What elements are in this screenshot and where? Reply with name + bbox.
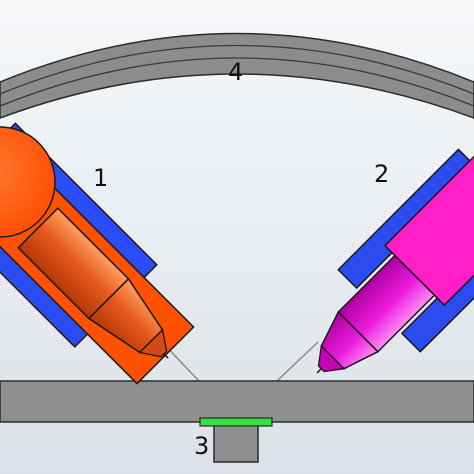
label-left-unit: 1 (93, 164, 108, 192)
right-needle (316, 368, 322, 374)
label-right-unit: 2 (374, 160, 389, 188)
platform (0, 380, 474, 423)
left-cone-tip (138, 328, 168, 358)
left-ball (0, 126, 56, 238)
arc-frame-band (0, 32, 474, 119)
arc-frame (0, 32, 474, 119)
right-cone-tip (317, 344, 346, 373)
label-arc-frame: 4 (228, 58, 243, 86)
label-base-block: 3 (194, 432, 209, 460)
left-needle (163, 353, 169, 359)
right-unit (316, 110, 474, 374)
base-block (213, 423, 259, 463)
left-unit (0, 113, 195, 385)
arc-frame-line-2 (0, 57, 474, 107)
green-strip (199, 417, 273, 427)
arc-frame-line-1 (0, 44, 474, 95)
